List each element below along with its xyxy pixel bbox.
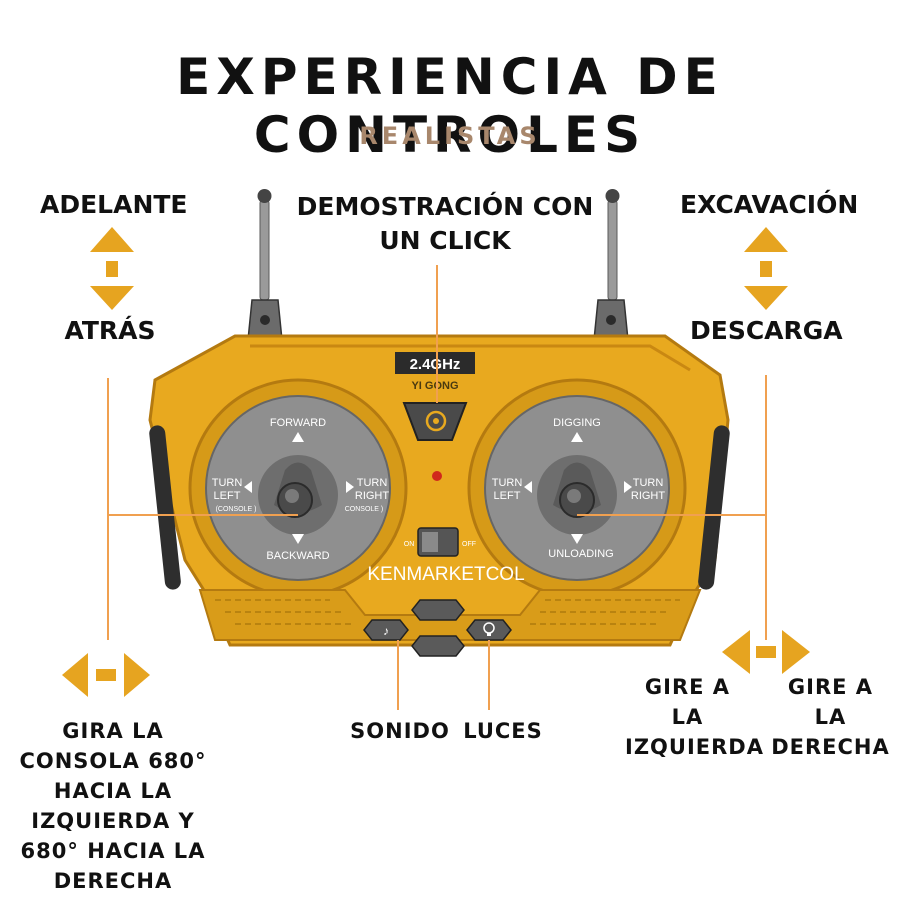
label-digging: EXCAVACIÓN bbox=[680, 190, 859, 219]
page-title: EXPERIENCIA DE CONTROLES bbox=[176, 48, 724, 164]
left-stick-down-label: BACKWARD bbox=[266, 550, 329, 562]
music-note-icon: ♪ bbox=[383, 624, 389, 638]
left-antenna bbox=[247, 189, 283, 341]
lights-button[interactable] bbox=[466, 619, 512, 641]
forward-backward-arrow-icon bbox=[90, 227, 134, 310]
label-forward: ADELANTE bbox=[40, 190, 188, 219]
horn-top-button[interactable] bbox=[411, 599, 465, 621]
left-stick-right-label-1: TURN bbox=[357, 477, 388, 489]
turn-left-right-arrow-icon bbox=[722, 630, 810, 674]
frequency-label: 2.4GHz bbox=[410, 356, 461, 373]
right-antenna bbox=[593, 189, 629, 341]
label-rotate-console: GIRA LA CONSOLA 680° HACIA LA IZQUIERDA … bbox=[19, 719, 207, 893]
label-unloading: DESCARGA bbox=[690, 316, 843, 345]
label-lights: LUCES bbox=[463, 719, 543, 743]
switch-on-label: ON bbox=[404, 541, 415, 548]
page-subtitle: REALISTAS bbox=[359, 122, 541, 150]
horn-bottom-button[interactable] bbox=[411, 635, 465, 657]
frequency-badge bbox=[395, 352, 475, 374]
power-switch[interactable] bbox=[417, 527, 459, 557]
gear-icon bbox=[425, 410, 447, 432]
label-demo: DEMOSTRACIÓN CON UN CLICK bbox=[296, 192, 594, 255]
label-turn-right: GIRE A LA DERECHA bbox=[771, 675, 890, 759]
left-stick-up-label: FORWARD bbox=[270, 417, 326, 429]
left-stick-right-label-3: CONSOLE ) bbox=[345, 506, 384, 513]
right-stick-right-label-2: RIGHT bbox=[631, 490, 666, 502]
label-turn-left: GIRE A LA IZQUIERDA bbox=[625, 675, 764, 759]
left-stick-left-label-3: (CONSOLE ) bbox=[216, 506, 257, 513]
right-stick-right-label-1: TURN bbox=[633, 477, 664, 489]
switch-off-label: OFF bbox=[462, 541, 476, 548]
watermark: KENMARKETCOL bbox=[367, 564, 524, 585]
right-stick-left-label-1: TURN bbox=[492, 477, 523, 489]
right-joystick-dial[interactable] bbox=[484, 395, 670, 581]
right-stick-left-label-2: LEFT bbox=[494, 490, 521, 502]
brand-label: YI GONG bbox=[411, 380, 458, 392]
right-stick-down-label: UNLOADING bbox=[548, 548, 613, 560]
left-stick-right-label-2: RIGHT bbox=[355, 490, 390, 502]
label-sound: SONIDO bbox=[350, 719, 450, 743]
pointer-lines bbox=[107, 265, 767, 710]
demo-button[interactable] bbox=[402, 402, 468, 441]
power-led bbox=[432, 471, 442, 481]
rotate-console-arrow-icon bbox=[62, 653, 150, 697]
left-stick-left-label-1: TURN bbox=[212, 477, 243, 489]
left-stick-left-label-2: LEFT bbox=[214, 490, 241, 502]
label-backward: ATRÁS bbox=[64, 316, 156, 345]
dig-unload-arrow-icon bbox=[744, 227, 788, 310]
right-stick-up-label: DIGGING bbox=[553, 417, 601, 429]
sound-button[interactable]: ♪ bbox=[363, 619, 409, 641]
